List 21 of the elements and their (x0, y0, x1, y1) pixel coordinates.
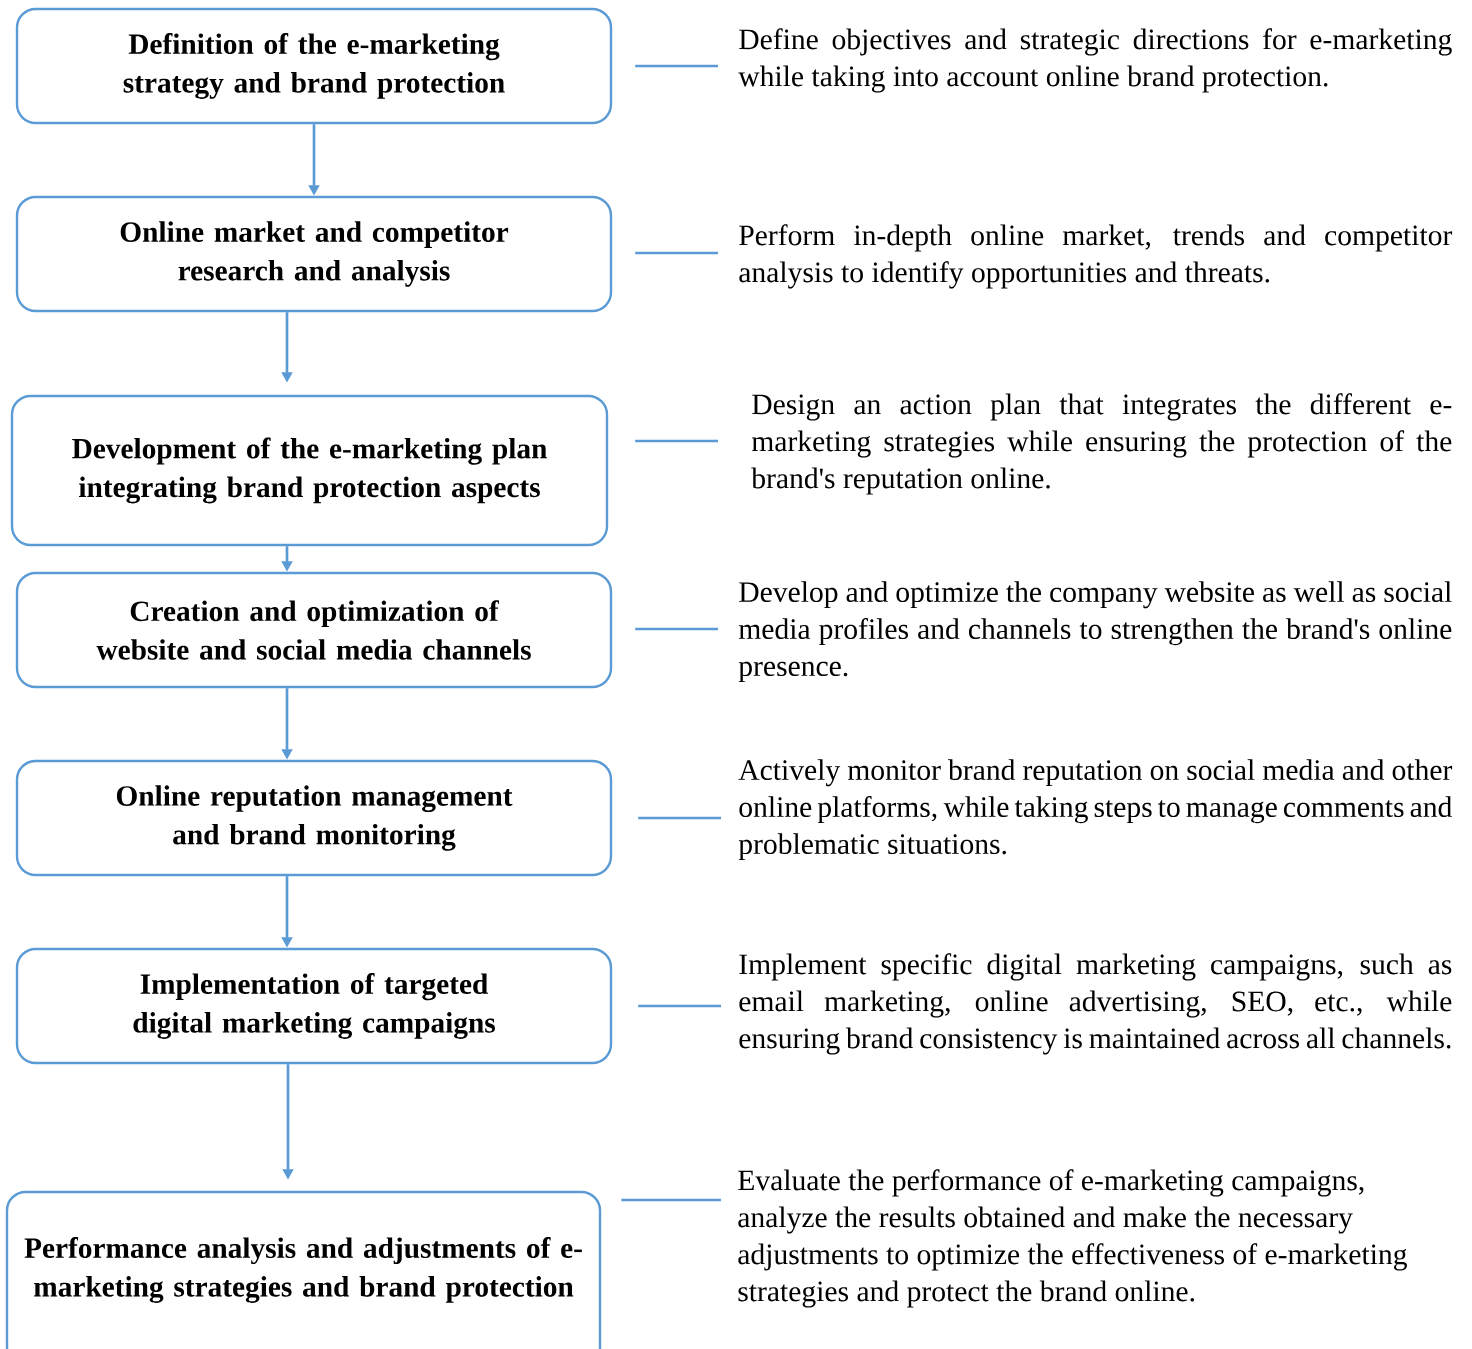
process-box: Development of the e-marketing plan integrating brand protection aspects (10, 394, 609, 547)
process-box: Creation and optimization of website and social media channels (15, 571, 613, 689)
connector-line (621, 1198, 721, 1202)
description-text: Implement specific digital marketing campaigns, such as email marketing, online advertising, SEO, etc., while ensuring brand consistency is maintained across all channels. (739, 953, 1452, 1055)
description-text: Perform in-depth online market, trends and competitor analysis to identify opportunities and threats. (739, 224, 1453, 289)
description-text: Define objectives and strategic directions for e-marketing while taking into account online brand protection. (738, 28, 1452, 93)
connector-line (638, 816, 721, 820)
connector-line (635, 64, 718, 68)
process-box: Online reputation management and brand monitoring (15, 759, 613, 877)
connector-line (635, 251, 718, 255)
connector-line (635, 627, 718, 631)
process-box: Definition of the e-marketing strategy and brand protection (15, 7, 613, 125)
description-text: Actively monitor brand reputation on social media and other online platforms, while taking steps to manage comments and problematic situations. (738, 759, 1453, 861)
description-text: Evaluate the performance of e-marketing campaigns, analyze the results obtained and make the necessary adjustments to optimize the effectiveness of e-marketing strategies and protect the brand online. (738, 1169, 1407, 1308)
process-box: Online market and competitor research and analysis (15, 195, 613, 313)
description-text: Develop and optimize the company website as well as social media profiles and channels to strengthen the brand's online presence. (738, 581, 1452, 683)
process-box: Implementation of targeted digital marketing campaigns (15, 947, 613, 1065)
process-box: Performance analysis and adjustments of e-marketing strategies and brand protection (5, 1190, 602, 1349)
description-text: Design an action plan that integrates the different e-marketing strategies while ensuring the protection of the brand's reputation online. (751, 393, 1452, 495)
connector-line (638, 1004, 721, 1008)
connector-line (635, 439, 718, 443)
